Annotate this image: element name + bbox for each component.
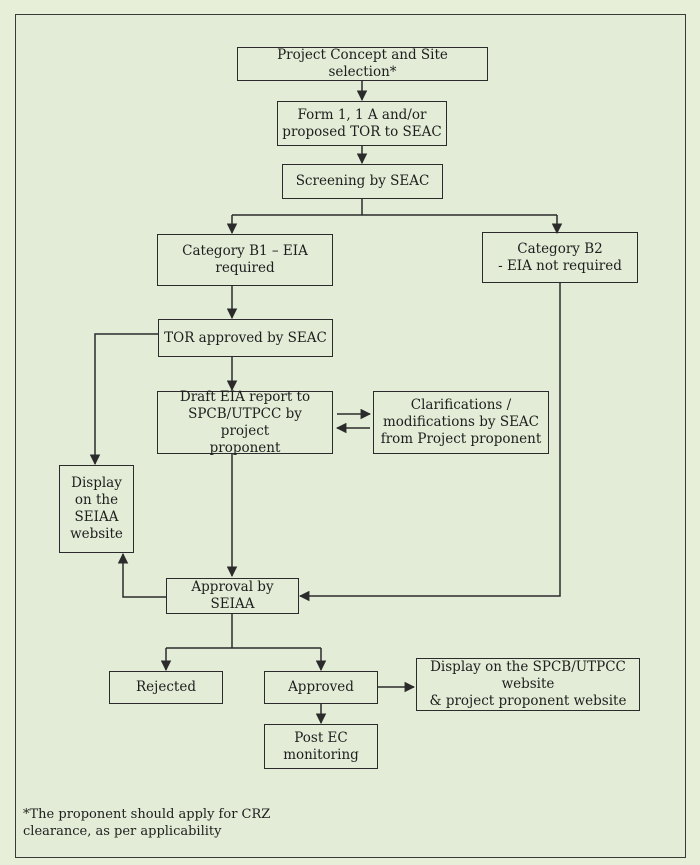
node-rejected: Rejected (109, 671, 223, 704)
node-approval-seiaa: Approval by SEIAA (166, 578, 299, 614)
node-project-concept: Project Concept and Site selection* (237, 47, 488, 81)
arrow-approval-to-display (117, 552, 166, 598)
arrow-tor-to-display (89, 333, 158, 466)
node-clarifications: Clarifications / modifications by SEAC f… (373, 391, 549, 454)
node-post-ec-monitoring: Post EC monitoring (264, 724, 378, 769)
node-tor-approved: TOR approved by SEAC (158, 319, 333, 357)
node-approved: Approved (264, 671, 378, 704)
node-category-b1: Category B1 – EIA required (157, 234, 333, 286)
node-category-b2: Category B2 - EIA not required (482, 232, 638, 283)
node-screening: Screening by SEAC (282, 164, 443, 199)
arrow-b2-to-approval (298, 283, 561, 602)
node-form1: Form 1, 1 A and/or proposed TOR to SEAC (277, 101, 447, 146)
node-display-spcb: Display on the SPCB/UTPCC website & proj… (416, 658, 640, 711)
node-display-seiaa: Display on the SEIAA website (59, 465, 134, 553)
footnote: *The proponent should apply for CRZ clea… (23, 807, 271, 839)
node-draft-eia: Draft EIA report to SPCB/UTPCC by projec… (157, 389, 333, 456)
diagram-frame (15, 14, 686, 858)
